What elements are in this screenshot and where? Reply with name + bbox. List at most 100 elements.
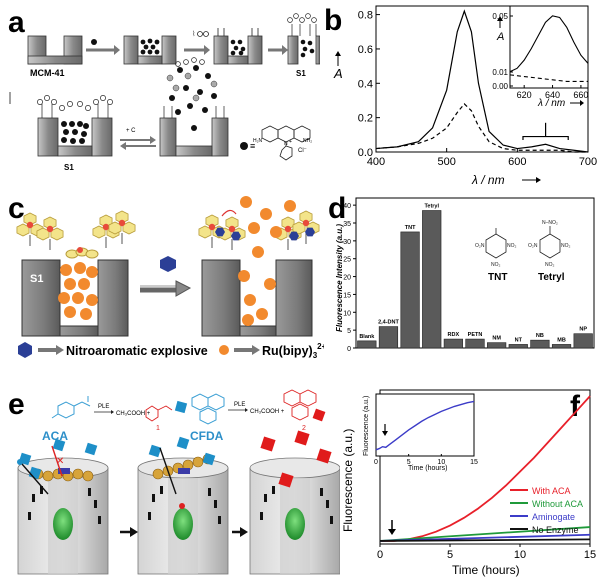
mcm41-support xyxy=(27,35,83,65)
s1-material-c xyxy=(21,259,129,337)
arrow-icon xyxy=(228,408,248,412)
mcm41-label: MCM-41 xyxy=(30,68,65,78)
legend-label: With ACA xyxy=(532,486,571,496)
inset-x-tick-label: 5 xyxy=(407,459,411,466)
arrow-icon xyxy=(94,410,114,414)
x-tick-label: 600 xyxy=(508,156,526,168)
product-num-2: 2 xyxy=(302,425,306,432)
fluorescein-product-icon xyxy=(283,389,317,421)
ru-dye-dot xyxy=(86,266,98,278)
ru-dye-dot xyxy=(74,262,86,274)
tetryl-structure-icon: N–NO₂ O₂N NO₂ NO₂ xyxy=(528,220,571,268)
surface-marker xyxy=(32,494,35,502)
surface-marker xyxy=(320,488,323,496)
ru-dye-dot xyxy=(244,294,256,306)
bar-label: NM xyxy=(492,336,501,342)
legend-label: No Enzyme xyxy=(532,525,579,535)
s1-label-bottom: S1 xyxy=(64,163,74,172)
cap-molecules-icon xyxy=(197,31,209,37)
bar xyxy=(508,344,528,349)
arrow-icon xyxy=(184,45,210,55)
ru-dye-dot xyxy=(64,278,76,290)
gate-unit xyxy=(152,468,164,480)
svg-text:O₂N: O₂N xyxy=(475,243,485,249)
s1-label-top: S1 xyxy=(296,69,306,78)
dye-nh2-left: H₂N xyxy=(253,138,263,144)
bar-label: TNT xyxy=(405,225,416,231)
bound-explosive xyxy=(289,231,299,241)
cap-molecule xyxy=(108,210,136,244)
bar xyxy=(357,340,377,349)
dye-nh2-right: NH₂ xyxy=(303,138,312,144)
bound-explosive xyxy=(231,231,241,241)
dye-dot-icon xyxy=(240,142,248,150)
ple-label-1: PLE xyxy=(98,404,109,410)
surface-marker xyxy=(152,494,155,502)
diffusion-arrow xyxy=(159,447,177,495)
inset-start-arrow-icon xyxy=(382,424,388,436)
arrow-right-icon xyxy=(522,177,541,183)
zoom-bracket xyxy=(522,135,569,140)
positive-charge-icon xyxy=(77,247,83,253)
positive-charge-icon xyxy=(102,223,110,231)
inset-x-tick-label: 10 xyxy=(437,459,445,466)
bound-explosive xyxy=(305,227,315,237)
ru-dye-dot xyxy=(86,294,98,306)
aca-label: ACA xyxy=(42,429,68,443)
svg-text:N–NO₂: N–NO₂ xyxy=(542,220,558,226)
surface-marker xyxy=(218,516,221,524)
y-tick-label: 40 xyxy=(343,203,351,210)
product-dot xyxy=(179,503,185,509)
ru-dye-dot xyxy=(78,278,90,290)
ru-dye-dot xyxy=(64,306,76,318)
ru-dye-dot xyxy=(240,196,252,208)
ru-dye-dot xyxy=(252,246,264,258)
inset-line-dashed xyxy=(509,74,588,82)
ru-dye-dot xyxy=(256,308,268,320)
cap-ring xyxy=(85,249,99,259)
arrow-up-icon xyxy=(335,51,341,66)
coumaric-product-icon xyxy=(145,405,173,422)
y-axis-label: Fluorescence Intensity (a.u.) xyxy=(335,224,344,332)
bar xyxy=(487,342,507,349)
inset-x-tick-label: 660 xyxy=(573,90,588,100)
positive-charge-icon xyxy=(118,219,126,227)
positive-charge-icon xyxy=(46,225,54,233)
bar xyxy=(530,339,550,349)
y-tick-label: 0.0 xyxy=(358,147,373,159)
positive-charge-icon xyxy=(26,221,34,229)
cfda-label: CFDA xyxy=(190,429,224,443)
arrow-right-icon xyxy=(570,100,584,106)
surface-marker xyxy=(28,512,31,520)
blue-cube-icon xyxy=(52,438,66,452)
red-cube-icon xyxy=(278,472,294,488)
ple-label-2: PLE xyxy=(234,402,245,408)
dye-n: N xyxy=(284,141,288,147)
svg-text:O₂N: O₂N xyxy=(528,243,538,249)
panel-label-f: f xyxy=(570,390,580,423)
arrow-icon xyxy=(232,527,248,537)
x-axis-label: Time (hours) xyxy=(452,563,520,577)
s1-material xyxy=(287,13,320,65)
gate-core xyxy=(178,468,190,474)
arrow-icon xyxy=(38,345,64,355)
bar-label: Blank xyxy=(359,334,375,340)
arrow-icon xyxy=(234,345,260,355)
y-axis-label: A xyxy=(333,66,343,81)
substrate-dot xyxy=(17,459,23,465)
tetryl-structure-label: Tetryl xyxy=(538,272,565,283)
ru-dye-dot xyxy=(58,292,70,304)
bar-label: NB xyxy=(536,333,544,339)
surface-marker xyxy=(260,512,263,520)
panel-a-scheme: MCM-41 ⌇ S1 xyxy=(9,13,320,172)
y-tick-label: 15 xyxy=(343,292,351,299)
explosive-legend-icon xyxy=(18,342,32,358)
y-tick-label: 20 xyxy=(343,275,351,282)
ru-dye-dot xyxy=(260,208,272,220)
inset-series-line xyxy=(375,400,475,451)
ru-dye-dot xyxy=(242,314,254,326)
cfda-structure-icon xyxy=(191,393,225,425)
bar xyxy=(378,326,399,349)
